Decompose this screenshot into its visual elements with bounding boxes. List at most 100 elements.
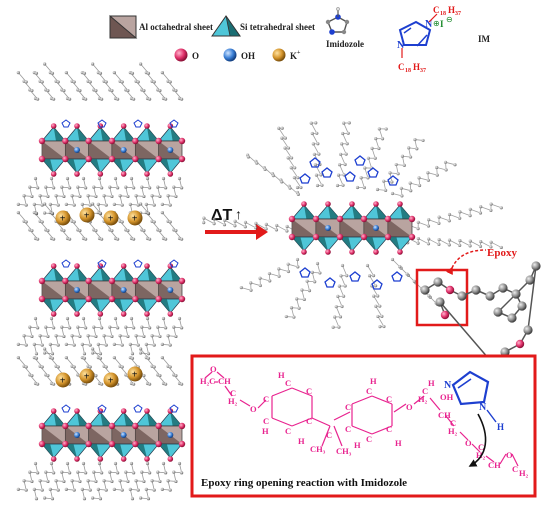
oxygen-atom [38, 277, 46, 285]
im-n1-label: N [397, 40, 405, 51]
legend: Al octahedral sheet Si tetrahedral sheet… [109, 5, 491, 74]
oxygen-atom [155, 440, 162, 448]
chem-bond [291, 417, 313, 427]
oxygen-atom [120, 171, 127, 177]
alkyl-chain [112, 316, 136, 347]
chem-label: H [354, 440, 361, 450]
alkyl-chain [32, 316, 56, 356]
alkyl-chain [160, 356, 184, 386]
oxygen-atom [144, 123, 150, 129]
carbon-atom [420, 285, 430, 295]
carbon-atom [493, 307, 503, 317]
oxygen-atom [373, 201, 379, 207]
oxygen-atom [120, 263, 127, 269]
oxygen-atom [155, 295, 162, 303]
chem-bond [311, 417, 331, 427]
alkyl-chain [112, 71, 136, 101]
chem-bond [351, 425, 373, 435]
oxygen-atom [132, 137, 139, 145]
alkyl-chain [139, 347, 168, 386]
legend-k-charge: + [297, 50, 301, 56]
alkyl-chain [32, 356, 56, 386]
svg-text:+: + [84, 211, 90, 222]
hydroxyl-group [167, 432, 174, 438]
oxygen-atom [408, 233, 416, 241]
chem-label: CH [438, 410, 451, 420]
chem-bond [271, 387, 293, 397]
legend-k-label: K [290, 51, 297, 61]
chem-bond [204, 371, 213, 379]
oxygen-atom [397, 249, 403, 255]
hydroxyl-group [74, 432, 80, 438]
alkyl-chain [16, 316, 40, 347]
oxygen-atom [155, 137, 162, 145]
alkyl-chain [128, 71, 152, 101]
legend-imidazole-label: Imidozole [326, 39, 364, 49]
imidazolium-ring [61, 404, 71, 413]
hydroxyl-group [74, 287, 80, 293]
alkyl-brush-top [16, 202, 184, 241]
chem-bond [429, 397, 441, 411]
oxygen-atom [74, 456, 80, 462]
chem-label: H₂ [228, 396, 238, 406]
oxygen-atom [74, 408, 80, 414]
chem-label: C [285, 426, 291, 436]
carbon-atom [525, 275, 535, 285]
oxygen-atom [360, 215, 368, 223]
alkyl-chain [91, 461, 120, 501]
alkyl-chain [335, 121, 351, 188]
carbon-atom [517, 301, 527, 311]
carbon-atom [500, 347, 510, 357]
alkyl-chain [16, 356, 40, 386]
oxygen-atom [155, 277, 162, 285]
chem-label: CH₃ [336, 446, 352, 456]
alkyl-chain [64, 211, 88, 241]
alkyl-chain [128, 316, 152, 356]
oxygen-atom [85, 440, 92, 448]
epoxy-highlight-box [415, 268, 469, 327]
im-top-c-index: 18 [440, 11, 446, 17]
oxygen-atom [336, 233, 344, 241]
oxygen-atom [445, 285, 455, 295]
oxygen-atom [120, 311, 127, 317]
chem-label: O [465, 438, 472, 448]
imidazolium-ring [321, 167, 333, 178]
imidazolium-ring [169, 119, 179, 128]
box-imidazole-h: H [497, 422, 504, 432]
carbon-atom [523, 325, 533, 335]
imidazolium-ring [354, 155, 366, 166]
oxygen-atom [108, 137, 116, 145]
epoxy-label: Epoxy [487, 247, 517, 259]
alkyl-chain [91, 62, 120, 101]
imidazole-icon [325, 7, 350, 35]
oxygen-atom [74, 171, 80, 177]
im-label: IM [478, 34, 491, 44]
oxygen-atom [85, 277, 92, 285]
imidazole-structure: N N H [444, 370, 504, 467]
clay-layer [38, 123, 186, 177]
imidazolium-ring [344, 171, 356, 182]
oxygen-atom [38, 440, 46, 448]
oxygen-atom [373, 249, 379, 255]
alkyl-chain [160, 211, 184, 241]
chem-label: C [450, 418, 456, 428]
alkyl-chain [331, 263, 349, 329]
im-structure: N N C 18 H 37 ⊕ I ⊖ C 18 H 37 [397, 5, 461, 74]
oxygen-atom [50, 311, 57, 317]
chem-label: O [210, 364, 217, 374]
imidazolium-ring [169, 404, 179, 413]
svg-text:+: + [60, 214, 66, 225]
alkyl-chain [43, 202, 72, 241]
svg-text:+: + [108, 376, 114, 387]
svg-text:+: + [84, 372, 90, 383]
nucleophilic-attack-arrow [468, 413, 487, 467]
oxygen-atom [349, 249, 355, 255]
oxygen-atom [325, 201, 331, 207]
chem-bond [351, 395, 373, 405]
alkyl-brush-bottom [16, 461, 184, 501]
alkyl-chain [64, 176, 88, 207]
clay-platelet [16, 62, 186, 216]
